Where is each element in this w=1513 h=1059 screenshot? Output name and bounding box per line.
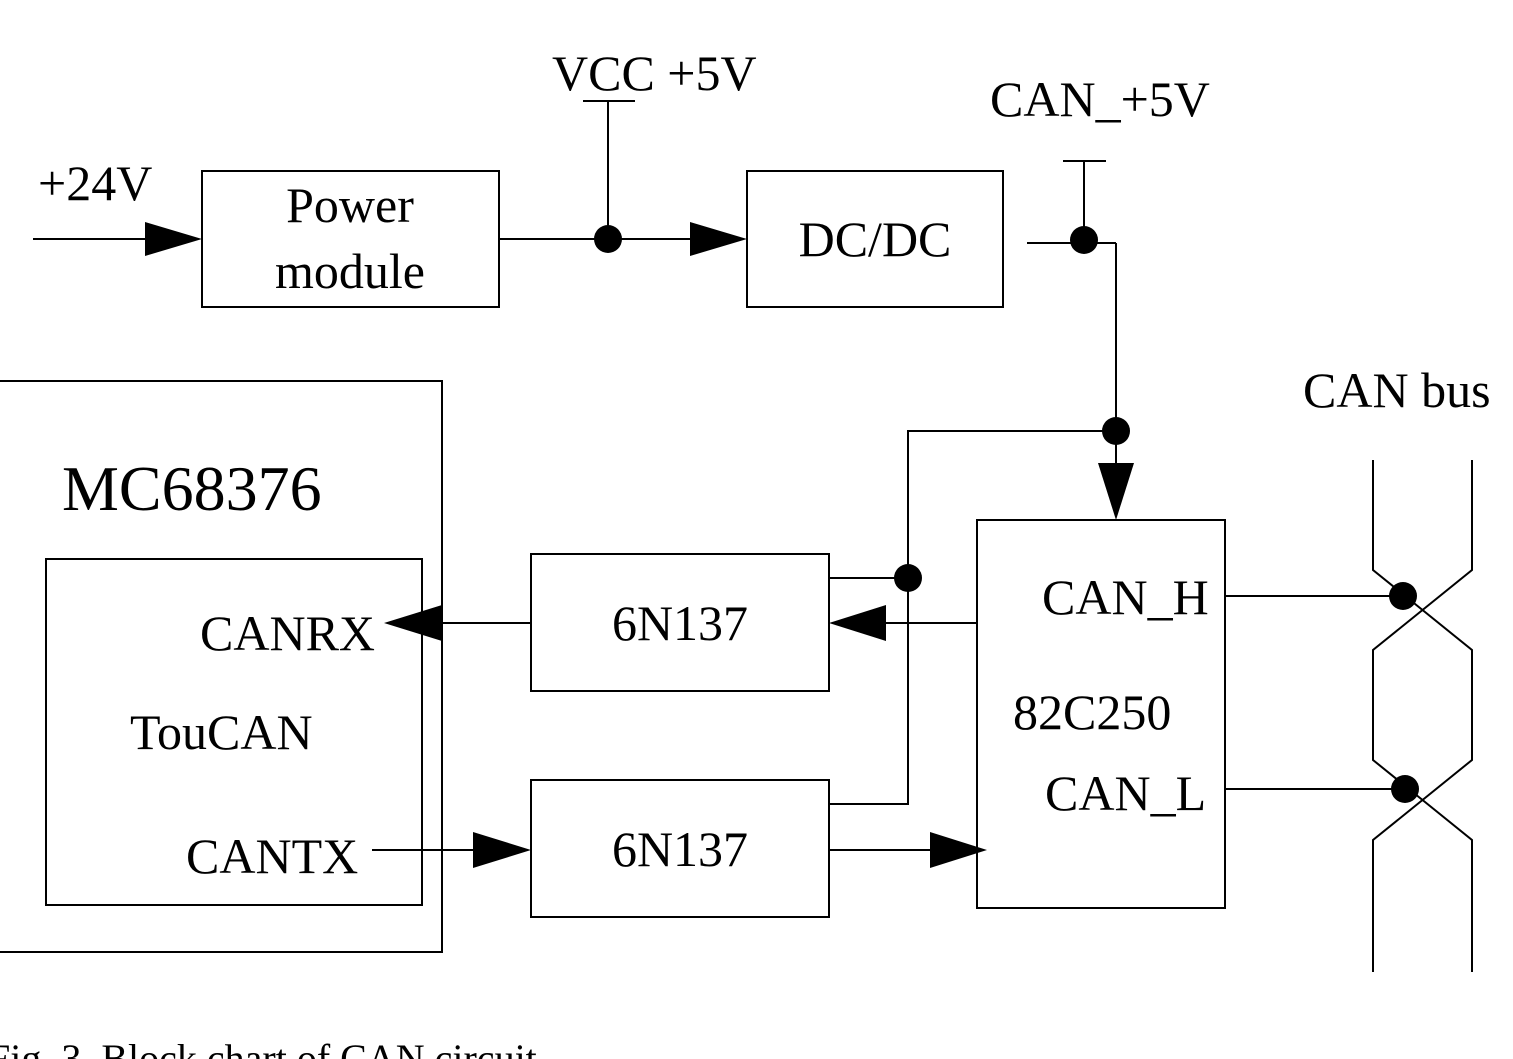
figure-caption: Fig. 3. Block chart of CAN circuit <box>0 1036 537 1059</box>
can-bus-label: CAN bus <box>1303 362 1491 418</box>
can-h-label: CAN_H <box>1042 569 1209 625</box>
toucan-block <box>45 558 423 906</box>
vcc-label: VCC +5V <box>552 45 757 101</box>
arrow-into-transceiver-tx <box>930 832 987 868</box>
mcu-block <box>0 380 443 953</box>
can5v-label: CAN_+5V <box>990 71 1210 127</box>
vcc-junction-dot <box>594 225 622 253</box>
opto-rx-label: 6N137 <box>612 595 748 651</box>
toucan-label: TouCAN <box>130 704 313 760</box>
arrow-into-opto-tx <box>473 832 531 868</box>
cantx-label: CANTX <box>186 828 358 884</box>
can-bus-line-b <box>1372 460 1473 972</box>
arrow-into-transceiver <box>1098 463 1134 520</box>
mcu-label: MC68376 <box>62 453 322 524</box>
canrx-label: CANRX <box>200 605 375 661</box>
arrow-into-opto-rx <box>829 605 886 641</box>
can-bus-line-a <box>1372 460 1473 972</box>
opto-rx-block <box>530 553 830 692</box>
arrow-into-canrx <box>384 605 442 641</box>
can-l-label: CAN_L <box>1045 765 1206 821</box>
arrow-into-dcdc <box>690 222 747 256</box>
transceiver-block <box>976 519 1226 909</box>
can-l-bus-junction-dot <box>1391 775 1419 803</box>
opto-supply-wire <box>829 430 1116 805</box>
arrow-into-power-module <box>145 222 202 256</box>
dcdc-label: DC/DC <box>799 211 952 267</box>
power-module-label-line2: module <box>275 243 425 299</box>
opto-tx-block <box>530 779 830 918</box>
v24-label: +24V <box>38 155 152 211</box>
transceiver-label: 82C250 <box>1013 684 1171 740</box>
can-h-bus-junction-dot <box>1389 582 1417 610</box>
opto-supply-junction-dot <box>894 564 922 592</box>
dcdc-block <box>746 170 1004 308</box>
power-module-label-line1: Power <box>286 177 414 233</box>
opto-tx-label: 6N137 <box>612 821 748 877</box>
can5v-junction-dot <box>1070 226 1098 254</box>
